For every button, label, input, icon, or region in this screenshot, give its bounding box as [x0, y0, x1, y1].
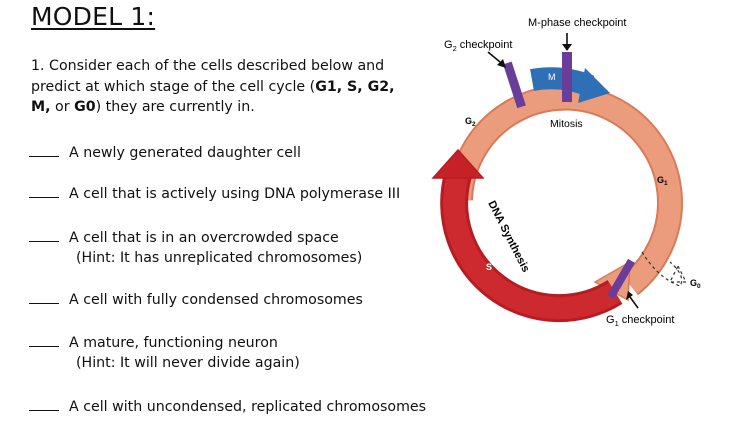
- question-text-after: ) they are currently in.: [95, 99, 255, 115]
- red-arrowhead: [431, 148, 485, 179]
- item-hint: (Hint: It has unreplicated chromosomes): [76, 250, 363, 266]
- answer-item: A cell that is actively using DNA polyme…: [29, 184, 400, 204]
- item-label: A cell with uncondensed, replicated chro…: [69, 399, 427, 415]
- cell-cycle-diagram: M-phase checkpoint G2 checkpoint Mitosis…: [431, 17, 701, 328]
- answer-blank[interactable]: [29, 409, 59, 411]
- m-label: M: [548, 72, 556, 82]
- s-phase-label: S: [486, 262, 492, 272]
- g2-checkpoint-bar: [503, 61, 526, 109]
- g2-checkpoint-label: G2 checkpoint: [444, 39, 512, 53]
- item-label: A cell with fully condensed chromosomes: [69, 292, 363, 308]
- item-hint: (Hint: It will never divide again): [76, 355, 300, 371]
- question-text-mid: or: [50, 99, 75, 115]
- g0-dashed-arrowhead: [669, 264, 687, 283]
- answer-blank[interactable]: [29, 302, 59, 304]
- answer-blank[interactable]: [29, 196, 59, 198]
- mitosis-label: Mitosis: [550, 118, 583, 130]
- g1-checkpoint-bar: [607, 258, 635, 300]
- answer-item: A newly generated daughter cell: [29, 143, 301, 163]
- item-label: A cell that is actively using DNA polyme…: [69, 186, 401, 202]
- g2-phase-label: G2: [465, 116, 476, 128]
- g0-label: G0: [690, 278, 701, 290]
- item-label: A mature, functioning neuron: [69, 335, 278, 351]
- item-label: A cell that is in an overcrowded space: [69, 230, 339, 246]
- item-label: A newly generated daughter cell: [69, 145, 301, 161]
- page-title: MODEL 1:: [31, 2, 156, 31]
- answer-blank[interactable]: [29, 240, 59, 242]
- question-text-before: 1. Consider each of the cells described …: [31, 58, 385, 95]
- g1-phase-label: G1: [657, 175, 668, 187]
- blue-arrowhead: [578, 68, 610, 103]
- question-stages: G1, S, G2, M,: [31, 78, 395, 116]
- answer-item: A mature, functioning neuron (Hint: It w…: [29, 333, 300, 373]
- g1-checkpoint-label: G1 checkpoint: [606, 314, 674, 328]
- m-phase-checkpoint-label: M-phase checkpoint: [528, 17, 626, 29]
- question-prompt: 1. Consider each of the cells described …: [31, 56, 401, 118]
- answer-blank[interactable]: [29, 155, 59, 157]
- answer-item: A cell that is in an overcrowded space (…: [29, 228, 362, 268]
- m-checkpoint-pointer: [562, 33, 572, 51]
- m-checkpoint-bar: [562, 52, 572, 102]
- answer-blank[interactable]: [29, 345, 59, 347]
- question-stage-g0: G0: [74, 99, 96, 115]
- dna-synthesis-label: DNA Synthesis: [485, 199, 531, 274]
- answer-item: A cell with uncondensed, replicated chro…: [29, 397, 426, 417]
- dna-synthesis-arc: [440, 171, 623, 323]
- g1-checkpoint-pointer: [626, 291, 639, 309]
- mitosis-arc: [530, 67, 595, 97]
- g2-checkpoint-pointer: [487, 51, 506, 68]
- answer-item: A cell with fully condensed chromosomes: [29, 290, 363, 310]
